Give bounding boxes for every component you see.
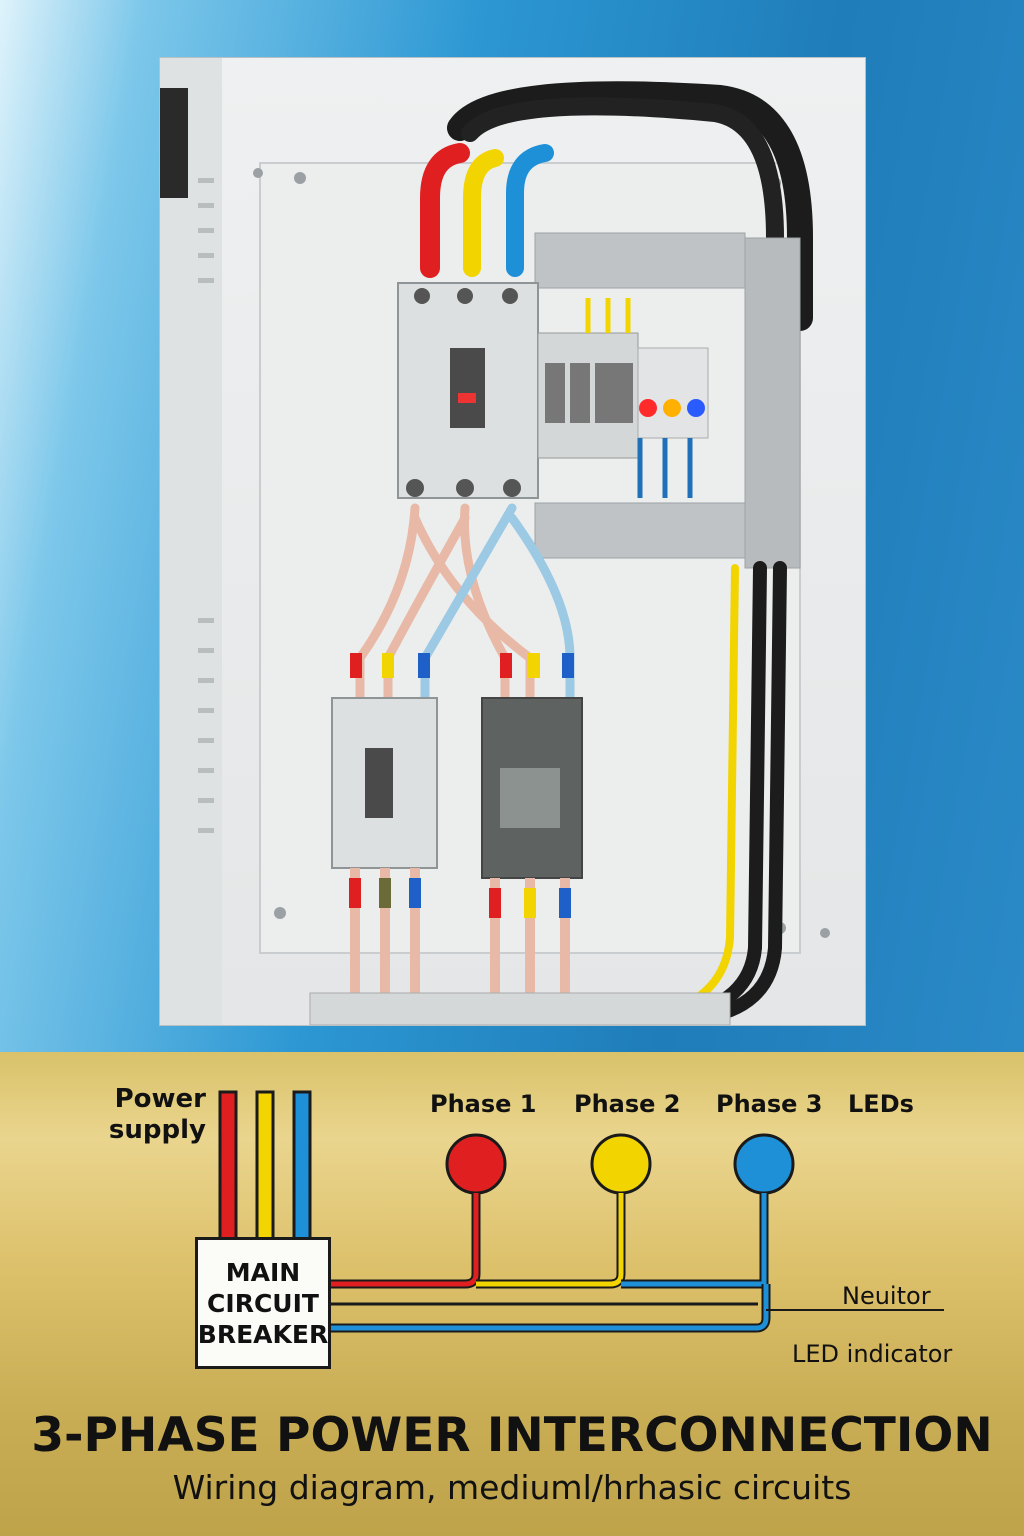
phase2-label: Phase 2 [574, 1090, 681, 1118]
incoming-cables [420, 81, 813, 331]
wiring-diagram: Power supply Phase 1 Phase 2 Phase 3 LED… [0, 1052, 1024, 1536]
breaker-handle-icon [450, 348, 485, 428]
cable-duct-side [744, 237, 801, 569]
led-indicator-label: LED indicator [792, 1340, 953, 1368]
diagram-subtitle: Wiring diagram, mediuml/hrhasic circuits [172, 1468, 852, 1507]
panel-illustration [160, 58, 830, 1025]
phase1-led-icon [445, 1133, 507, 1195]
door-hinge-icon [160, 88, 188, 198]
electrical-panel-photo [160, 58, 865, 1025]
vent-slots [198, 178, 214, 833]
diagram-lines [218, 1090, 944, 1333]
leds-label: LEDs [848, 1090, 914, 1118]
main-breaker-label: MAIN CIRCUIT BREAKER [197, 1257, 329, 1349]
power-supply-wires [218, 1090, 312, 1242]
indicator-leds-photo [639, 399, 705, 417]
phase3-label: Phase 3 [716, 1090, 823, 1118]
main-circuit-breaker-box: MAIN CIRCUIT BREAKER [195, 1237, 331, 1369]
wire-sleeves [349, 653, 574, 918]
photo-background [0, 0, 1024, 1052]
led-circles [445, 1133, 795, 1195]
neutral-label: Neuitor [842, 1282, 931, 1310]
breaker-terminals [406, 288, 521, 497]
bottom-gland-plate [309, 992, 731, 1025]
phase2-led-icon [590, 1133, 652, 1195]
din-rail-modules [537, 332, 709, 459]
phase3-led-icon [733, 1133, 795, 1195]
diagram-title: 3-PHASE POWER INTERCONNECTION [31, 1408, 993, 1463]
cable-duct-top [534, 232, 746, 289]
cable-duct-bottom [534, 502, 746, 559]
breaker-handle-icon [365, 748, 393, 818]
enclosure-door [160, 58, 222, 1025]
phase-lines [331, 1193, 944, 1333]
interconnect-wires [355, 503, 575, 703]
led-wires [585, 298, 693, 498]
power-supply-label: Power supply [108, 1084, 206, 1145]
phase1-label: Phase 1 [430, 1090, 537, 1118]
